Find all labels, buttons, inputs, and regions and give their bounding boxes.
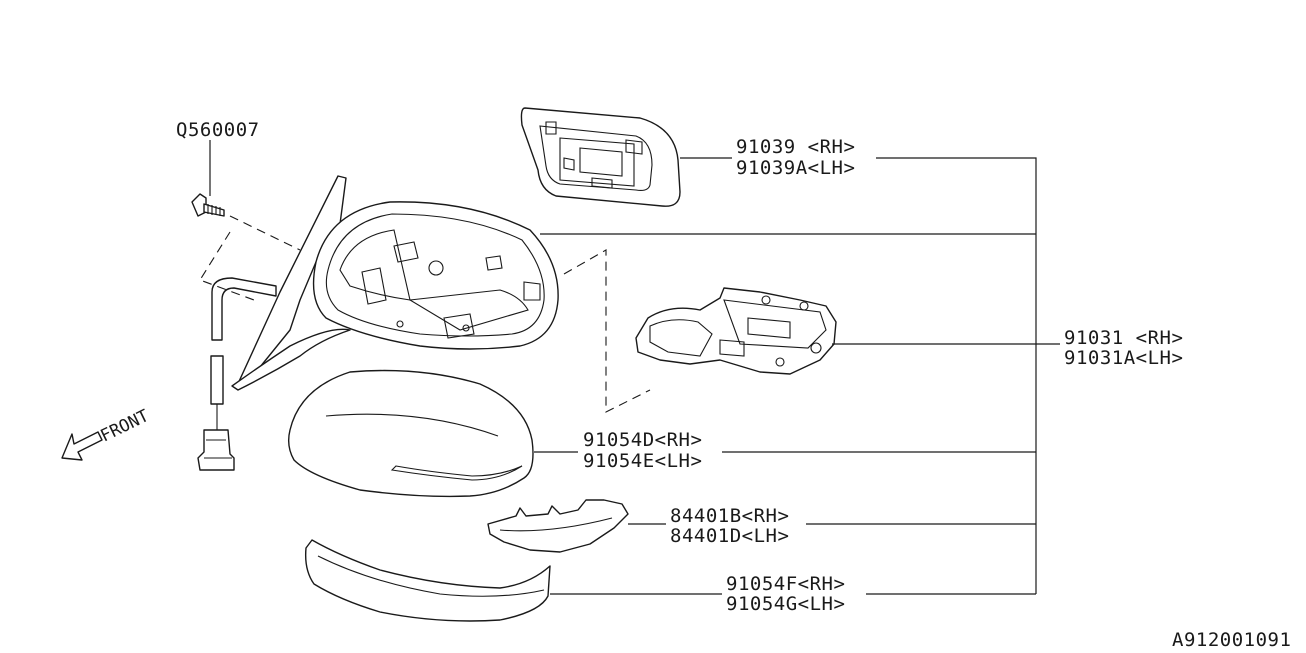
turn-lamp-rh-label: 84401B<RH>	[670, 505, 789, 527]
mirror-glass-part	[520, 107, 681, 207]
leader-lines	[209, 140, 1060, 595]
diagram-id-label: A912001091	[1172, 629, 1291, 651]
front-arrow-icon	[61, 431, 103, 461]
front-label: FRONT	[97, 406, 152, 446]
wire-harness-part	[197, 277, 277, 471]
bolt-code-label: Q560007	[176, 119, 260, 141]
actuator-lh-label: 91031A<LH>	[1064, 347, 1183, 369]
front-direction-indicator: FRONT	[61, 406, 152, 461]
mirror-housing-part	[231, 175, 559, 391]
lower-cover-rh-label: 91054F<RH>	[726, 573, 845, 595]
lower-cover-lh-label: 91054G<LH>	[726, 593, 845, 615]
assembly-dashed-lines	[199, 215, 651, 413]
actuator-rh-label: 91031 <RH>	[1064, 327, 1183, 349]
upper-cover-rh-label: 91054D<RH>	[583, 429, 702, 451]
lower-cover-part	[304, 539, 551, 622]
turn-lamp-lh-label: 84401D<LH>	[670, 525, 789, 547]
upper-cover-lh-label: 91054E<LH>	[583, 450, 702, 472]
mirror-glass-rh-label: 91039 <RH>	[736, 136, 855, 158]
upper-cover-part	[287, 369, 534, 498]
turn-lamp-part	[487, 499, 629, 553]
bolt-part	[191, 193, 225, 217]
mirror-actuator-part	[635, 287, 837, 375]
mirror-glass-lh-label: 91039A<LH>	[736, 157, 855, 179]
